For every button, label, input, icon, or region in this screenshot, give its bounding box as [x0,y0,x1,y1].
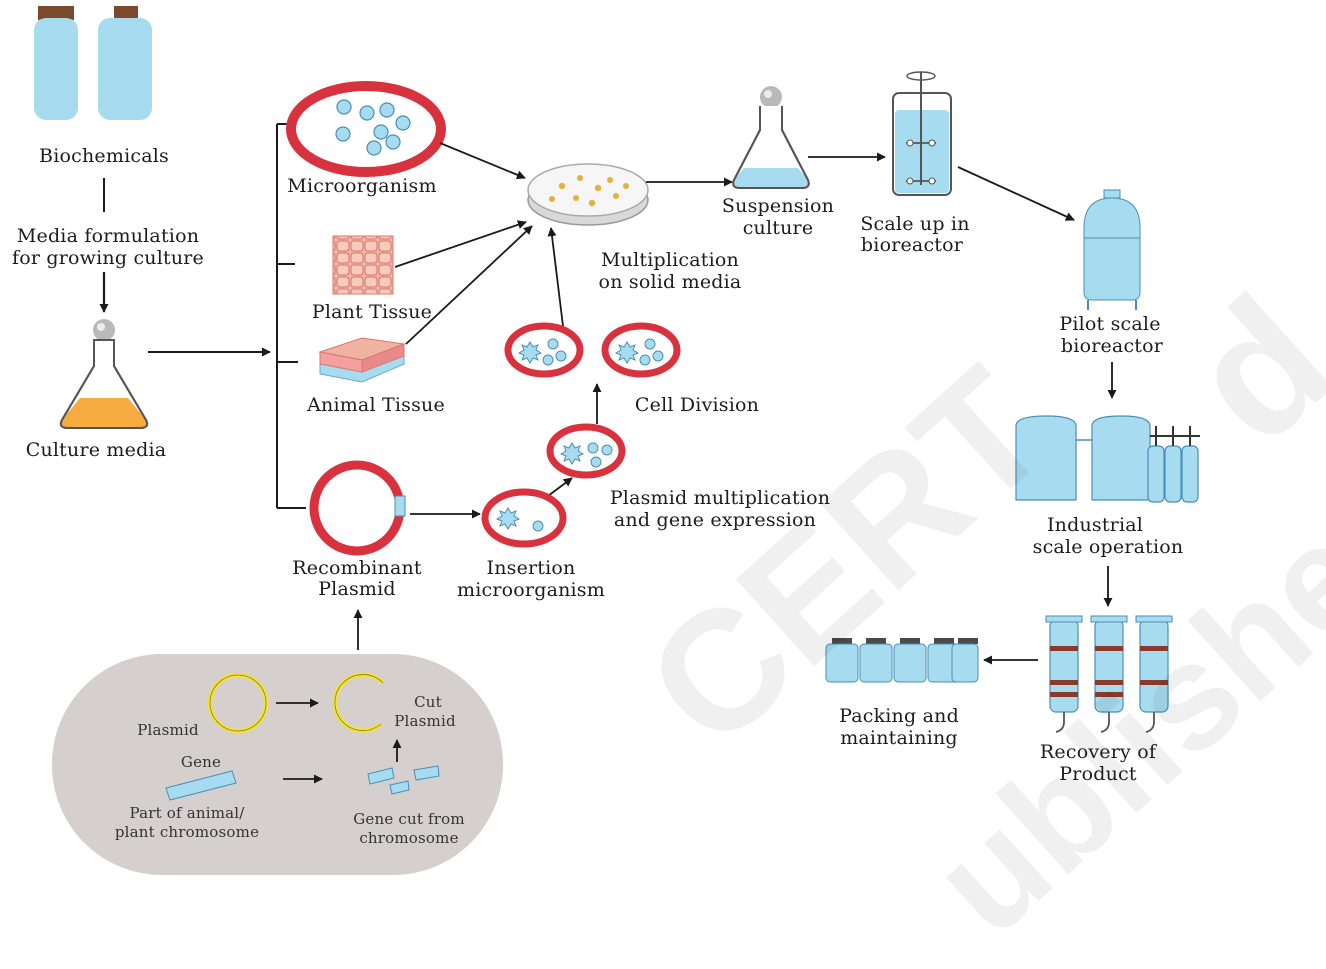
gene-fragments-icon [367,765,440,795]
biochemical-bottles-icon [34,6,152,120]
cut-plasmid-icon [332,672,385,733]
label-culture-media: Culture media [25,439,167,461]
label-gene: Gene [180,753,222,771]
plant-tissue-icon [332,235,394,295]
label-multiplication: on solid media [598,271,742,293]
recombination-panel [52,654,503,875]
pilot-bioreactor-icon [1083,189,1141,310]
label-industrial: Industrial [1046,514,1144,536]
label-multiplication: Multiplication [601,249,739,271]
plasmid-icon [207,672,269,734]
label-scale-up: Scale up in [860,213,970,235]
label-packing: Packing and [839,705,959,727]
label-suspension-culture: culture [742,217,814,239]
label-gene-cut: Gene cut from [353,810,465,828]
label-recovery: Recovery of [1039,741,1157,763]
packing-vials-icon [825,638,979,683]
label-industrial: scale operation [1032,536,1184,558]
label-plasmid-multiplication: Plasmid multiplication [609,487,831,509]
label-cut-plasmid: Cut [414,693,442,711]
label-pilot-scale: bioreactor [1060,335,1164,357]
label-cut-plasmid: Plasmid [394,712,456,730]
expressing-cell-icon [546,423,626,479]
label-recovery: Product [1059,763,1137,785]
recovery-columns-icon [1045,615,1173,733]
animal-tissue-icon [318,337,406,383]
label-recombinant-plasmid: Recombinant [292,557,422,579]
label-plant-tissue: Plant Tissue [311,301,433,323]
label-pilot-scale: Pilot scale [1059,313,1161,335]
petri-dish-icon [527,163,649,226]
label-suspension-culture: Suspension [721,195,835,217]
label-packing: maintaining [840,727,958,749]
label-scale-up: bioreactor [860,234,964,256]
recombinant-plasmid-icon [309,460,406,556]
bioprocess-diagram [34,6,1200,875]
industrial-tanks-icon [1015,415,1200,503]
label-insertion: Insertion [486,557,576,579]
culture-flask-icon [59,319,149,429]
label-chromosome-part: plant chromosome [114,823,260,841]
suspension-flask-icon [732,86,810,189]
label-microorganism: Microorganism [287,175,437,197]
label-media-formulation: Media formulation [16,225,200,247]
arrow-plant-to-dish [394,220,527,268]
arrow-bioreactor-to-pilot [957,166,1075,221]
arrow-insertion-to-multiplication [547,477,573,497]
label-animal-tissue: Animal Tissue [307,394,445,416]
label-insertion: microorganism [457,579,605,601]
arrow-animal-to-dish [405,225,533,345]
label-recombinant-plasmid: Plasmid [318,578,396,600]
label-media-formulation: for growing culture [11,247,205,269]
label-plasmid: Plasmid [137,721,199,739]
bioreactor-icon [892,71,952,196]
gene-strip-icon [165,770,237,801]
arrow-division-to-dish [547,227,564,327]
label-gene-cut: chromosome [359,829,459,847]
label-cell-division: Cell Division [634,394,760,416]
microorganism-cell-icon [286,81,446,177]
dividing-cells-icon [504,322,681,378]
insertion-cell-icon [481,488,567,548]
label-plasmid-multiplication: and gene expression [613,509,817,531]
label-chromosome-part: Part of animal/ [129,804,245,822]
arrow-micro-to-dish [439,142,526,180]
label-biochemicals: Biochemicals [39,145,169,167]
